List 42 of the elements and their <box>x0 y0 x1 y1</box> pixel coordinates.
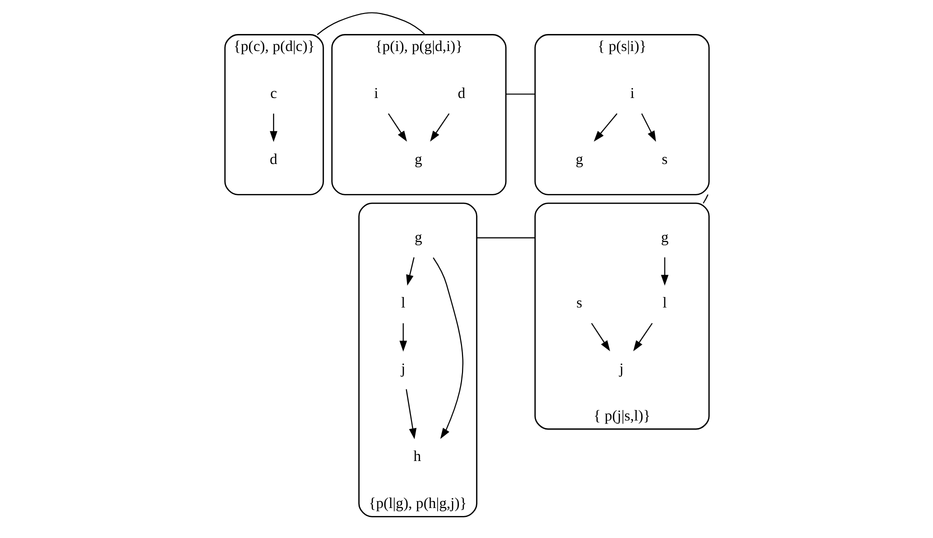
arrow <box>430 113 450 142</box>
node-text: g <box>575 152 583 168</box>
arrow <box>660 257 668 286</box>
node-text: g <box>414 152 422 168</box>
node-label: {p(l|g), p(h|g,j)} <box>368 496 466 512</box>
node-text: i <box>374 86 378 102</box>
node-label: { p(j|s,l)} <box>593 408 650 425</box>
node-text: i <box>630 86 634 102</box>
arrow <box>432 257 463 439</box>
arrow <box>593 113 617 142</box>
arrow <box>405 389 416 440</box>
arrow <box>269 114 277 142</box>
node-text: s <box>576 296 582 312</box>
node-text: g <box>414 230 422 246</box>
arrow <box>632 322 652 352</box>
arrow <box>590 322 610 352</box>
cluster <box>534 202 710 430</box>
cluster <box>534 34 710 196</box>
node-text: h <box>413 449 421 466</box>
cluster <box>358 202 477 518</box>
node-text: d <box>269 152 277 168</box>
connector <box>505 94 535 95</box>
node-label: {p(c), p(d|c)} <box>232 39 314 56</box>
node-text: c <box>270 86 276 102</box>
connector <box>316 12 426 36</box>
cluster <box>224 34 324 196</box>
arrow <box>398 323 407 352</box>
connector <box>476 237 535 238</box>
arrow <box>640 113 656 142</box>
node-label: { p(s|i)} <box>597 39 646 56</box>
arrow <box>406 257 414 286</box>
arrow <box>387 113 406 142</box>
node-text: s <box>661 152 668 168</box>
node-text: l <box>400 296 405 312</box>
node-label: {p(i), p(g|d,i)} <box>374 39 462 56</box>
node-text: g <box>660 230 668 246</box>
node-text: j <box>400 362 405 378</box>
cluster <box>330 34 506 196</box>
node-text: d <box>457 86 465 102</box>
connector <box>702 194 708 204</box>
node-text: l <box>662 296 666 312</box>
node-text: j <box>618 362 624 378</box>
